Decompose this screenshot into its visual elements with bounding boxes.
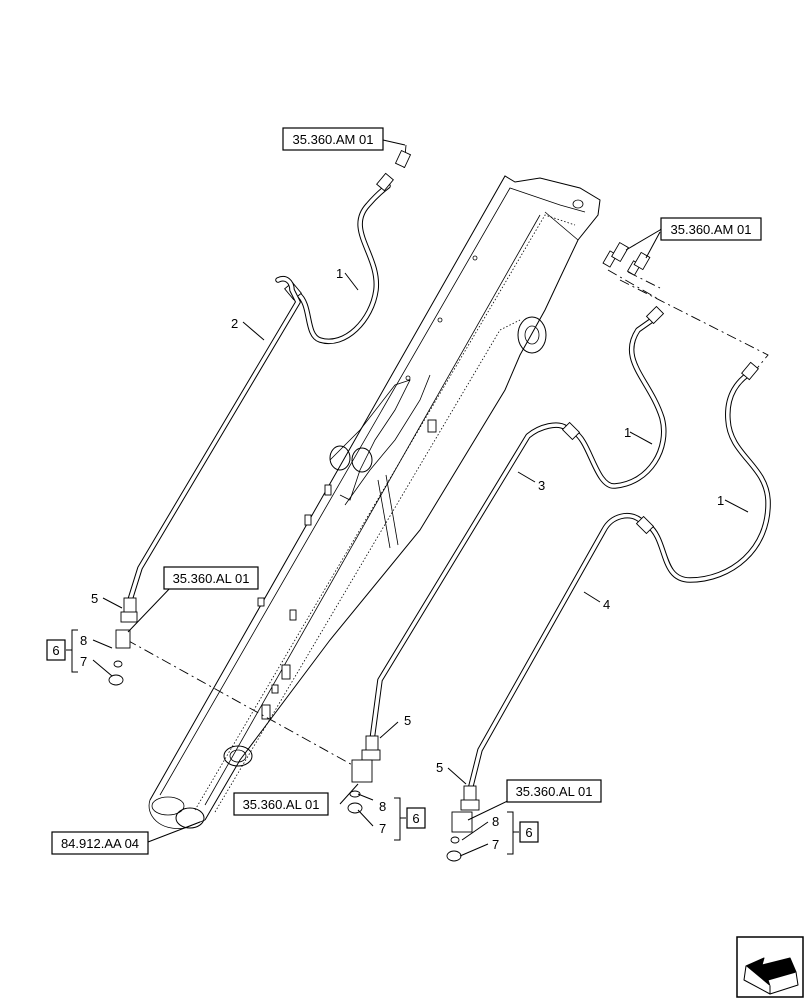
kit-label: 6 bbox=[52, 643, 59, 658]
ref-box-al01-left[interactable]: 35.360.AL 01 bbox=[163, 566, 259, 590]
callout-seal-right[interactable]: 8 bbox=[492, 814, 499, 829]
ref-label: 35.360.AL 01 bbox=[173, 571, 250, 586]
callout-plug-left[interactable]: 7 bbox=[80, 654, 87, 669]
tube-mid bbox=[347, 422, 569, 814]
ref-box-am01-top[interactable]: 35.360.AM 01 bbox=[282, 127, 384, 151]
tube-right bbox=[446, 512, 643, 862]
callout-tube-right[interactable]: 4 bbox=[603, 597, 610, 612]
fittings-upper-right bbox=[602, 227, 663, 276]
ref-box-al01-mid[interactable]: 35.360.AL 01 bbox=[233, 792, 329, 816]
hose-top bbox=[284, 149, 412, 345]
ref-box-al01-right[interactable]: 35.360.AL 01 bbox=[506, 779, 602, 803]
tube-left bbox=[108, 276, 301, 686]
callout-tube-left[interactable]: 2 bbox=[231, 316, 238, 331]
kit-box-mid[interactable]: 6 bbox=[406, 807, 426, 829]
callout-hose-top[interactable]: 1 bbox=[336, 266, 343, 281]
direction-arrow-icon bbox=[736, 936, 804, 998]
kit-label: 6 bbox=[412, 811, 419, 826]
hose-mid bbox=[561, 305, 667, 489]
callout-fit-mid[interactable]: 5 bbox=[404, 713, 411, 728]
callout-tube-mid[interactable]: 3 bbox=[538, 478, 545, 493]
hose-right bbox=[635, 361, 771, 583]
boom-arm bbox=[148, 175, 601, 829]
leader-lines bbox=[66, 139, 749, 857]
callout-plug-right[interactable]: 7 bbox=[492, 837, 499, 852]
ref-box-am01-right[interactable]: 35.360.AM 01 bbox=[660, 217, 762, 241]
ref-box-boom[interactable]: 84.912.AA 04 bbox=[51, 831, 149, 855]
callout-seal-mid[interactable]: 8 bbox=[379, 799, 386, 814]
ref-label: 35.360.AL 01 bbox=[243, 797, 320, 812]
callout-hose-mid[interactable]: 1 bbox=[624, 425, 631, 440]
ref-label: 35.360.AM 01 bbox=[671, 222, 752, 237]
kit-label: 6 bbox=[525, 825, 532, 840]
callout-fit-left[interactable]: 5 bbox=[91, 591, 98, 606]
callout-numbers: 1 2 1 3 1 4 5 8 7 5 8 7 5 8 7 bbox=[80, 266, 724, 852]
callout-hose-right[interactable]: 1 bbox=[717, 493, 724, 508]
callout-plug-mid[interactable]: 7 bbox=[379, 821, 386, 836]
callout-seal-left[interactable]: 8 bbox=[80, 633, 87, 648]
ref-label: 35.360.AM 01 bbox=[293, 132, 374, 147]
ref-label: 35.360.AL 01 bbox=[516, 784, 593, 799]
kit-box-right[interactable]: 6 bbox=[519, 821, 539, 843]
callout-fit-right[interactable]: 5 bbox=[436, 760, 443, 775]
kit-box-left[interactable]: 6 bbox=[46, 639, 66, 661]
ref-label: 84.912.AA 04 bbox=[61, 836, 139, 851]
